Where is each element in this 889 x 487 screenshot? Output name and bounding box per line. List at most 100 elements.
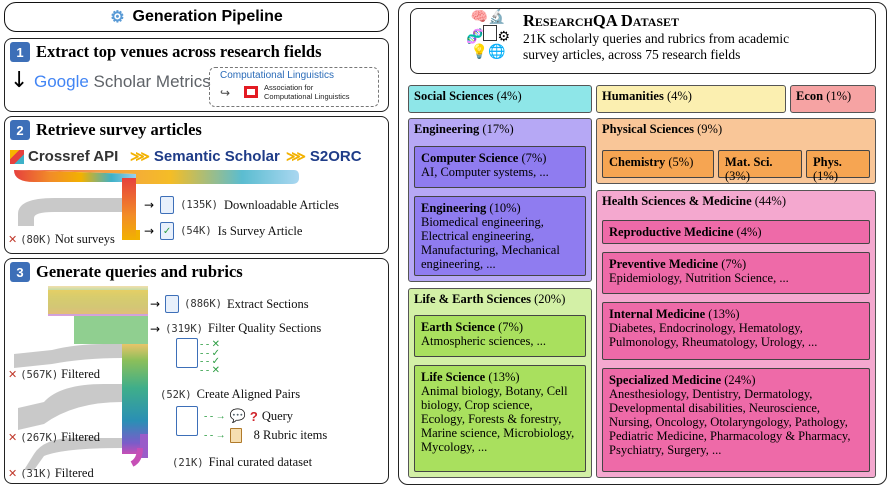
right-arrow-icon: → — [144, 224, 155, 238]
s2orc-icon: ⋙ — [286, 148, 306, 164]
extract-count: (886K) — [184, 298, 222, 310]
not-survey-count: (80K) — [20, 233, 52, 246]
question-mark-icon: ? — [249, 408, 258, 424]
step2-panel — [4, 116, 389, 254]
survey-count: (54K) — [180, 225, 212, 237]
step2-heading: 2 Retrieve survey articles — [10, 120, 202, 140]
filter-label: Filter Quality Sections — [208, 321, 322, 335]
filtered-row-2: ✕ (267K) Filtered — [8, 430, 101, 444]
query-label: Query — [261, 408, 294, 423]
step2-number: 2 — [10, 120, 30, 140]
sub-specialized-medicine: Specialized Medicine (24%) Anesthesiolog… — [602, 368, 870, 472]
step1-heading: 1 Extract top venues across research fie… — [10, 42, 322, 62]
final-label: Final curated dataset — [208, 455, 313, 469]
step3-flow-diagram — [14, 286, 148, 470]
semantic-scholar-icon: ⋙ — [130, 148, 150, 164]
filtered-row-1: ✕ (567K) Filtered — [8, 367, 101, 381]
rubric-label: 8 Rubric items — [253, 428, 328, 442]
survey-row: → ✓ (54K) Is Survey Article — [144, 222, 302, 240]
download-document-icon — [160, 196, 175, 214]
source-semantic-scholar: ⋙ Semantic Scholar — [130, 148, 280, 165]
science-icons-cluster: 🧠🔬 🧬 ⚙ 💡🌐 — [458, 10, 518, 70]
globe-icon: 🌐 — [488, 45, 506, 60]
acl-logo — [244, 86, 258, 98]
category-social-sciences: Social Sciences (4%) — [408, 85, 592, 113]
google-scholar-metrics-logo: Google Scholar Metrics — [34, 72, 211, 91]
gear-icon: ⚙ — [110, 9, 125, 26]
sections-document-icon — [165, 295, 180, 313]
final-count: (21K) — [172, 456, 204, 469]
step2-flow-diagram — [14, 170, 299, 240]
sub-earth-science: Earth Science (7%) Atmospheric sciences,… — [414, 315, 586, 357]
category-humanities: Humanities (4%) — [596, 85, 786, 113]
sub-engineering: Engineering (10%) Biomedical engineering… — [414, 196, 586, 276]
x-icon: ✕ — [8, 368, 18, 381]
sub-materials-science: Mat. Sci. (3%) — [718, 150, 802, 183]
sub-physics: Phys. (1%) — [806, 150, 870, 183]
downloadable-row: → (135K) Downloadable Articles — [144, 196, 339, 214]
venue-card: Computational Linguistics ↪ Association … — [209, 67, 379, 107]
not-survey-row: ✕ (80K) Not surveys — [8, 232, 115, 247]
extract-label: Extract Sections — [227, 296, 309, 311]
clipboard-icon — [229, 428, 242, 443]
lightbulb-icon: 💡 — [470, 45, 488, 60]
right-arrow-icon: → — [150, 321, 161, 336]
dataset-subtitle-line1: 21K scholarly queries and rubrics from a… — [523, 31, 790, 46]
dataset-header-box — [410, 8, 876, 74]
sub-internal-medicine: Internal Medicine (13%) Diabetes, Endocr… — [602, 302, 870, 360]
pair-document-icon — [176, 406, 198, 436]
document-icon — [483, 25, 498, 41]
x-icon: ✕ — [8, 233, 18, 246]
downloadable-count: (135K) — [180, 199, 218, 211]
final-row: (21K) Final curated dataset — [172, 455, 312, 470]
downloadable-label: Downloadable Articles — [224, 197, 339, 212]
down-arrow-icon: ↓ — [10, 68, 29, 93]
venue-header: Computational Linguistics — [220, 70, 334, 81]
sub-preventive-medicine: Preventive Medicine (7%) Epidemiology, N… — [602, 252, 870, 294]
brain-icon: 🧠 — [470, 10, 488, 25]
step3-title: Generate queries and rubrics — [36, 262, 243, 281]
rubric-row: - - → 8 Rubric items — [204, 428, 327, 443]
pairs-row: (52K) Create Aligned Pairs — [160, 387, 300, 402]
venue-name-line2: Computational Linguistics — [264, 92, 350, 101]
x-icon: ✕ — [8, 431, 18, 444]
right-arrow-icon: → — [144, 198, 155, 212]
gear-icon: ⚙ — [497, 30, 510, 45]
filter-row: → (319K) Filter Quality Sections — [150, 321, 321, 336]
filter-count: (319K) — [165, 322, 203, 335]
step1-title: Extract top venues across research field… — [36, 42, 322, 61]
dataset-subtitle-line2: survey articles, across 75 research fiel… — [523, 47, 741, 62]
filter-checklist-icon: - - ✕- - ✓- - ✓- - ✕ — [176, 338, 246, 376]
sub-chemistry: Chemistry (5%) — [602, 150, 714, 178]
source-s2orc: ⋙ S2ORC — [286, 148, 362, 165]
venue-name-line1: Association for — [264, 83, 314, 92]
dashed-connector: - - → — [204, 410, 226, 422]
step3-heading: 3 Generate queries and rubrics — [10, 262, 243, 282]
source-crossref: Crossref API — [10, 148, 118, 165]
not-survey-label: Not surveys — [54, 232, 115, 246]
filtered-row-3: ✕ (31K) Filtered — [8, 466, 94, 480]
speech-bubble-icon: 💬 — [229, 408, 246, 423]
sub-life-science: Life Science (13%) Animal biology, Botan… — [414, 365, 586, 472]
microscope-icon: 🔬 — [488, 10, 506, 25]
pairs-label: Create Aligned Pairs — [196, 387, 301, 401]
category-econ: Econ (1%) — [790, 85, 876, 113]
checked-document-icon: ✓ — [160, 222, 175, 240]
step3-number: 3 — [10, 262, 30, 282]
survey-label: Is Survey Article — [217, 223, 303, 238]
x-icon: ✕ — [8, 467, 18, 480]
step2-title: Retrieve survey articles — [36, 120, 202, 139]
sub-reproductive-medicine: Reproductive Medicine (4%) — [602, 220, 870, 244]
dashed-connector: - - → — [204, 430, 226, 441]
step1-panel — [4, 38, 389, 112]
extract-row: → (886K) Extract Sections — [150, 295, 309, 313]
pipeline-title-box: ⚙ Generation Pipeline — [4, 2, 389, 32]
sub-computer-science: Computer Science (7%) AI, Computer syste… — [414, 146, 586, 188]
pipeline-title: Generation Pipeline — [132, 8, 283, 25]
right-hook-arrow-icon: ↪ — [220, 86, 231, 100]
right-arrow-icon: → — [150, 297, 161, 311]
pairs-count: (52K) — [160, 388, 192, 401]
dna-icon: 🧬 — [466, 30, 484, 45]
crossref-icon — [10, 149, 24, 164]
step1-number: 1 — [10, 42, 30, 62]
